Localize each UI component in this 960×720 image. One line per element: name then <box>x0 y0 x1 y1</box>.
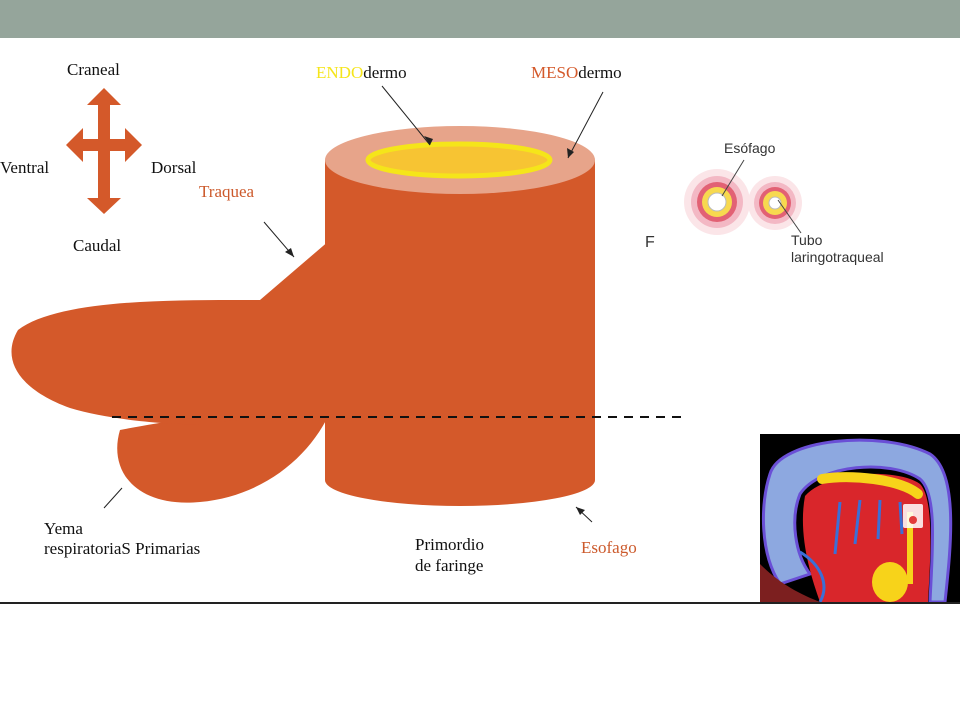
label-traquea: Traquea <box>199 182 255 201</box>
meso-suffix: dermo <box>578 63 622 82</box>
label-yema-line1: Yema <box>44 519 83 538</box>
cross-section-figure <box>684 159 802 235</box>
bottom-divider <box>0 602 960 604</box>
endo-suffix: dermo <box>363 63 407 82</box>
esofago-arrowhead <box>576 507 585 515</box>
label-cross-esofago: Esófago <box>724 140 776 156</box>
orientation-cross-icon <box>66 88 142 214</box>
label-tubo-line2: laringotraqueal <box>791 249 884 265</box>
endoderm-pointer <box>381 85 431 146</box>
label-primordio-line1: Primordio <box>415 535 484 554</box>
label-ventral: Ventral <box>0 158 50 177</box>
header-bar <box>0 0 960 38</box>
meso-prefix: MESO <box>531 63 579 82</box>
foregut-cylinder <box>325 160 595 506</box>
endo-prefix: ENDO <box>316 63 364 82</box>
label-dorsal: Dorsal <box>151 158 197 177</box>
mesoderm-pointer <box>567 91 604 159</box>
panel-letter-f: F <box>645 234 655 251</box>
label-mesodermo: MESOdermo <box>531 63 622 83</box>
yema-pointer <box>103 487 123 509</box>
label-endodermo: ENDOdermo <box>316 63 407 83</box>
label-esofago: Esofago <box>581 538 637 557</box>
label-caudal: Caudal <box>73 236 122 255</box>
respiratory-bud-upper <box>11 240 331 425</box>
embryo-illustration <box>760 438 953 602</box>
endoderm-ring <box>365 141 553 179</box>
label-primordio-line2: de faringe <box>415 556 484 575</box>
embryo-inset-image <box>760 434 960 602</box>
label-yema-line2: respiratoriaS Primarias <box>44 539 201 558</box>
label-craneal: Craneal <box>67 60 120 79</box>
label-tubo-line1: Tubo <box>791 232 823 248</box>
traquea-arrowhead <box>285 248 294 257</box>
mesoderm-arrowhead <box>567 148 574 158</box>
endoderm-arrowhead <box>424 136 433 145</box>
